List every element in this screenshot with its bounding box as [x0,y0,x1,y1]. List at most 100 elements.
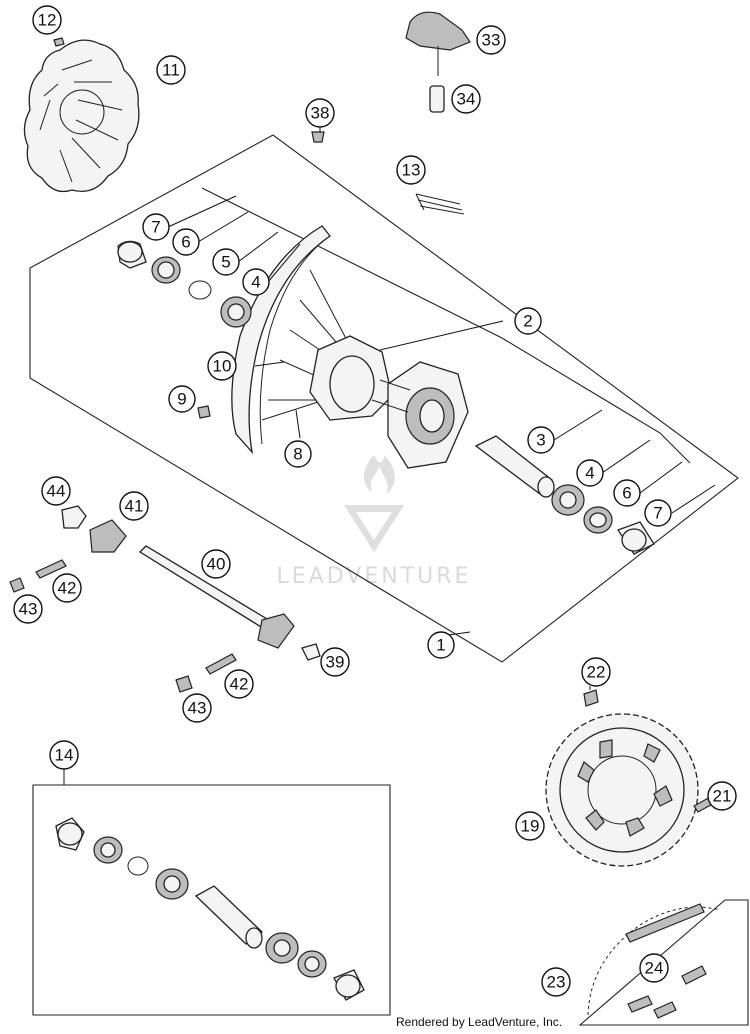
leader-lines [167,126,716,690]
leadventure-watermark: LEADVENTURE [277,455,472,589]
svg-text:43: 43 [19,600,38,619]
bearing-kit-frame [32,784,391,1016]
callout-6-right: 6 [613,479,641,507]
callout-41: 41 [119,491,149,521]
svg-text:3: 3 [536,431,545,450]
watermark-flame-icon [364,455,395,494]
svg-text:12: 12 [38,11,57,30]
bearing-left [220,296,252,328]
svg-text:14: 14 [55,746,74,765]
svg-text:8: 8 [293,445,302,464]
valve-cap [311,131,325,143]
axle-plug [301,643,321,661]
callout-22: 22 [581,657,611,687]
callout-43-upper: 43 [13,594,43,624]
adjuster-bolt-upper [35,559,67,579]
svg-text:11: 11 [162,61,180,80]
svg-text:10: 10 [213,357,232,376]
sprocket [545,713,699,867]
callout-4-right: 4 [576,459,604,487]
callout-40: 40 [201,549,231,579]
callout-12: 12 [32,5,62,35]
svg-text:13: 13 [402,161,421,180]
hub [309,335,469,469]
kit-sleeve [194,885,264,949]
svg-text:44: 44 [47,482,66,501]
svg-text:7: 7 [653,504,662,523]
chain-guide-block [405,11,471,76]
callout-5: 5 [212,248,240,276]
kit-seal-right [297,950,327,978]
adjuster-bolt-lower [205,653,237,675]
brake-disc [23,39,140,193]
svg-text:23: 23 [547,973,566,992]
chain-kit-frame [578,899,749,1026]
svg-text:6: 6 [622,484,631,503]
callout-39: 39 [320,647,350,677]
svg-text:41: 41 [125,497,144,516]
wheel-assembly-frame [29,134,739,663]
axle [138,545,295,649]
axle-nut [61,505,87,529]
svg-text:24: 24 [645,959,664,978]
spacer-left [117,240,147,269]
callout-21: 21 [707,781,737,811]
watermark-text: LEADVENTURE [277,564,472,589]
callout-10: 10 [207,351,237,381]
kit-seal-left [93,836,123,864]
chain [587,903,721,1019]
svg-text:7: 7 [151,218,160,237]
kit-spacer-right [333,969,365,1001]
callout-9: 9 [168,385,196,413]
svg-text:39: 39 [326,653,345,672]
callout-7-left: 7 [142,213,170,241]
callout-6-left: 6 [172,228,200,256]
svg-text:1: 1 [436,636,445,655]
callout-11: 11 [156,55,186,85]
seal-right [583,506,613,534]
callout-44: 44 [41,476,71,506]
watermark-v-icon [344,505,404,552]
kit-bearing-right [265,932,299,964]
svg-text:33: 33 [482,31,501,50]
svg-text:40: 40 [207,555,226,574]
callout-13: 13 [396,155,426,185]
hub-group-frame [201,187,691,464]
callout-7-right: 7 [644,499,672,527]
spacer-right [617,521,655,555]
seal-left [151,256,181,284]
rim [231,225,331,455]
hub-sleeve [474,435,555,498]
adjuster-nut-lower [175,675,193,693]
callout-34: 34 [451,84,481,114]
callout-3: 3 [527,426,555,454]
circlip [188,280,212,300]
nipple [197,405,211,419]
svg-text:42: 42 [230,675,249,694]
svg-text:42: 42 [58,579,77,598]
callout-42-lower: 42 [224,669,254,699]
svg-text:22: 22 [587,663,606,682]
callout-24: 24 [639,953,669,983]
callout-1: 1 [427,631,455,659]
callout-14: 14 [49,740,79,770]
spacer-sleeve [429,85,445,113]
callout-8: 8 [284,440,312,468]
callout-2: 2 [514,307,542,335]
svg-text:9: 9 [177,390,186,409]
svg-text:38: 38 [311,104,330,123]
callout-23: 23 [541,967,571,997]
svg-text:4: 4 [251,273,260,292]
svg-text:21: 21 [713,787,732,806]
chain-adjuster [89,519,127,553]
adjuster-nut-upper [9,577,25,593]
spoke-set [415,193,465,215]
callout-19: 19 [515,811,545,841]
kit-bearing-left [155,868,189,900]
svg-text:34: 34 [457,90,476,109]
bearing-right [551,484,585,516]
callout-33: 33 [476,25,506,55]
svg-text:43: 43 [188,699,207,718]
footer-credit: Rendered by LeadVenture, Inc. [396,1015,563,1029]
